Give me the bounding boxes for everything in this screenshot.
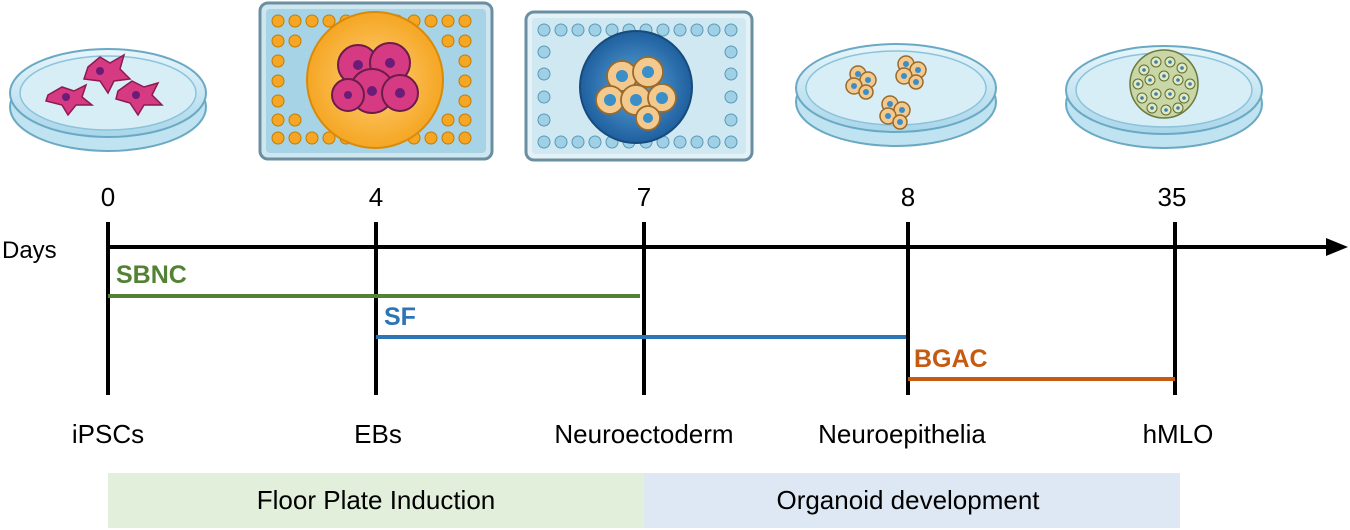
time-axis-arrowhead <box>1326 238 1348 256</box>
media-label-sf: SF <box>384 303 416 331</box>
petri-dish-icon <box>795 43 997 147</box>
organoid-icon <box>1129 49 1199 119</box>
cell-icon <box>45 53 164 117</box>
petri-dish-icon <box>1065 45 1263 149</box>
well-plate-icon <box>258 1 494 161</box>
stage-label-ebs: EBs <box>354 419 402 449</box>
phase-band-organoid <box>644 473 1180 528</box>
day-number-7: 7 <box>637 182 651 212</box>
media-label-bgac: BGAC <box>914 345 988 373</box>
petri-dish-icon <box>9 48 207 152</box>
phase-label-organoid: Organoid development <box>776 485 1040 515</box>
stage-label-neuroectoderm: Neuroectoderm <box>554 419 733 449</box>
day-number-35: 35 <box>1158 182 1187 212</box>
phase-band-floor-plate <box>108 473 644 528</box>
stage-label-neuroepithelia: Neuroepithelia <box>818 419 986 449</box>
stage-label-ipscs: iPSCs <box>72 419 144 449</box>
axis-label-days: Days <box>2 237 57 264</box>
day-number-4: 4 <box>369 182 383 212</box>
day-number-8: 8 <box>901 182 915 212</box>
well-plate-icon <box>524 10 754 162</box>
media-label-sbnc: SBNC <box>116 261 187 289</box>
day-number-0: 0 <box>101 182 115 212</box>
embryoid-body-icon <box>331 42 419 114</box>
phase-label-floor-plate: Floor Plate Induction <box>257 485 495 515</box>
stage-label-hmlo: hMLO <box>1143 419 1214 449</box>
